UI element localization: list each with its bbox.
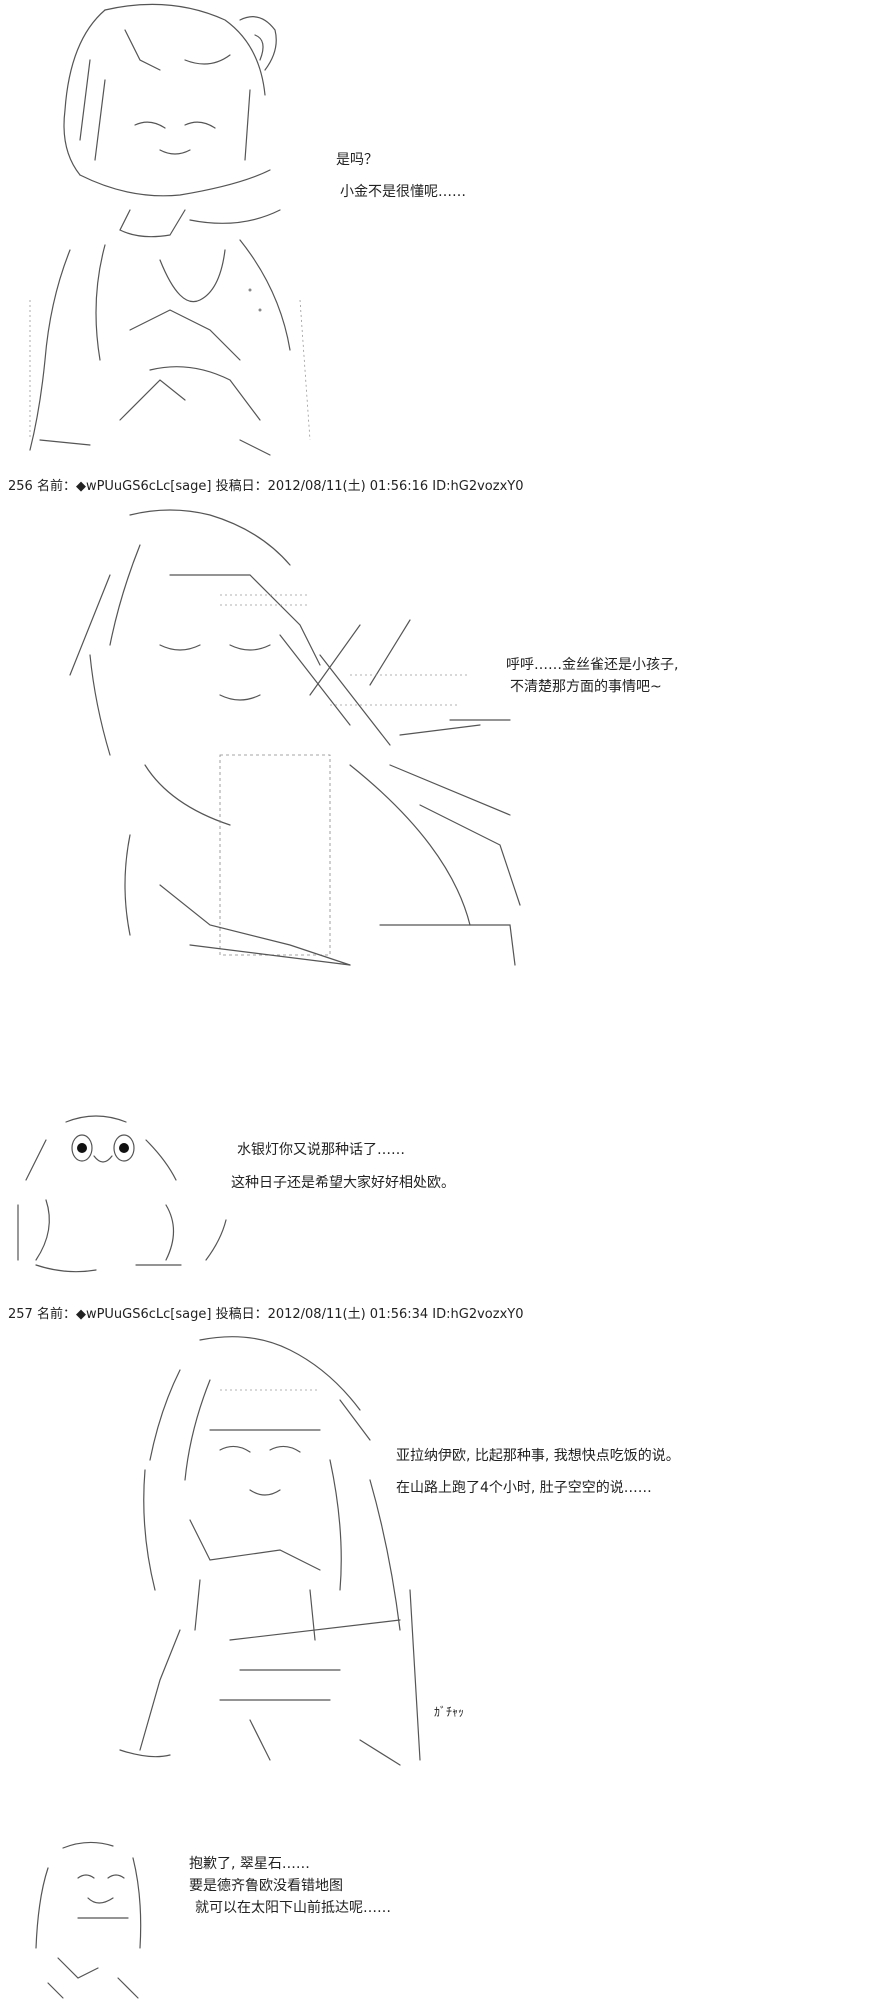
dialogue-d1: 是吗？ 小金不是很懂呢…… <box>336 149 466 203</box>
dialogue-line: 这种日子还是希望大家好好相处欧。 <box>231 1175 455 1191</box>
dialogue-line: 水银灯你又说那种话了…… <box>237 1142 405 1158</box>
dialogue-d2: 呼呼……金丝雀还是小孩子, 不清楚那方面的事情吧~ <box>506 654 678 698</box>
dialogue-d3: 水银灯你又说那种话了…… 这种日子还是希望大家好好相处欧。 <box>231 1139 455 1194</box>
dialogue-line: 是吗？ <box>336 152 378 168</box>
dialogue-d4: 亚拉纳伊欧, 比起那种事, 我想快点吃饭的说。 在山路上跑了4个小时, 肚子空空… <box>396 1445 680 1499</box>
ascii-art-small-figure <box>18 1838 168 2000</box>
dialogue-line: 呼呼……金丝雀还是小孩子, <box>506 657 679 673</box>
dialogue-line: 就可以在太阳下山前抵达呢…… <box>195 1900 391 1916</box>
dialogue-line: 小金不是很懂呢…… <box>340 184 466 200</box>
ascii-art-long-hair-girl <box>100 1330 435 1770</box>
post-header-257: 257 名前：◆wPUuGS6cLc[sage] 投稿日：2012/08/11(… <box>8 1307 524 1322</box>
ascii-art-suigintou-wing <box>50 505 530 975</box>
ascii-art-girl-ribbon <box>10 0 340 462</box>
post-header-256: 256 名前：◆wPUuGS6cLc[sage] 投稿日：2012/08/11(… <box>8 479 524 494</box>
dialogue-line: 抱歉了, 翠星石…… <box>189 1856 310 1872</box>
dialogue-line: 亚拉纳伊欧, 比起那种事, 我想快点吃饭的说。 <box>396 1448 680 1464</box>
ascii-art-small-creature <box>6 1110 241 1285</box>
sound-effect: ｶﾞﾁｬｯ <box>434 1705 465 1719</box>
dialogue-d5: 抱歉了, 翠星石…… 要是德齐鲁欧没看错地图 就可以在太阳下山前抵达呢…… <box>189 1853 391 1919</box>
dialogue-line: 在山路上跑了4个小时, 肚子空空的说…… <box>396 1480 652 1496</box>
dialogue-line: 不清楚那方面的事情吧~ <box>510 679 662 695</box>
dialogue-line: 要是德齐鲁欧没看错地图 <box>189 1878 343 1894</box>
